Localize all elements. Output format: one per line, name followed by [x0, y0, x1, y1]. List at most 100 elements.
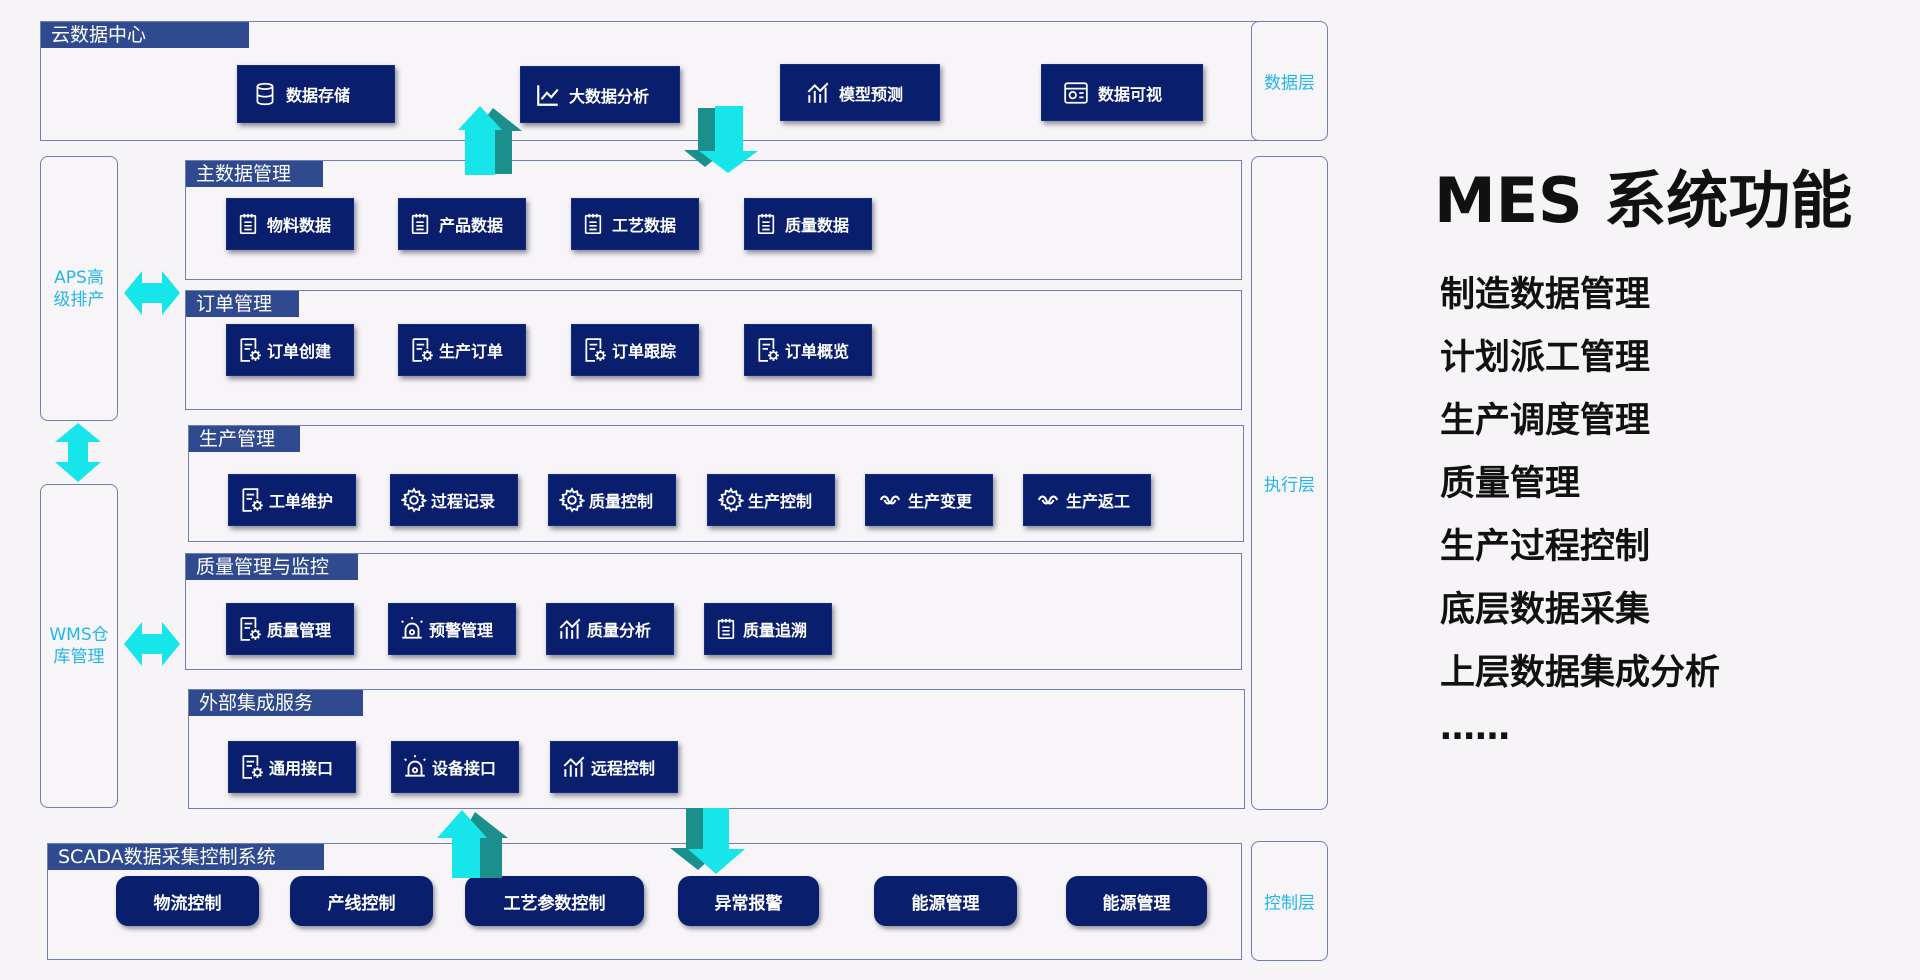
data-layer-label: 数据层 [1264, 73, 1315, 94]
feature-item: 质量管理 [1440, 464, 1581, 504]
module-label: 质量控制 [589, 492, 654, 511]
feature-item: 计划派工管理 [1440, 338, 1651, 378]
product-data-module[interactable]: 产品数据 [398, 198, 526, 250]
feature-item: 生产过程控制 [1440, 527, 1651, 567]
aps-double-arrow [124, 271, 180, 315]
control-layer-label: 控制层 [1264, 893, 1315, 914]
module-label: 生产变更 [908, 492, 973, 511]
order-management-title: 订单管理 [186, 291, 299, 317]
data-visualization-module[interactable]: 数据可视 [1041, 64, 1203, 121]
document-gear-icon [409, 337, 435, 363]
module-label: 设备接口 [432, 759, 497, 778]
quality-analysis-module[interactable]: 质量分析 [546, 603, 674, 655]
mes-functions-title: MES 系统功能 [1434, 164, 1853, 237]
material-data-module[interactable]: 物料数据 [226, 198, 354, 250]
document-gear-icon [239, 487, 265, 513]
master-data-title: 主数据管理 [186, 161, 323, 187]
process-data-module[interactable]: 工艺数据 [571, 198, 699, 250]
model-prediction-module[interactable]: 模型预测 [780, 64, 940, 121]
production-order-module[interactable]: 生产订单 [398, 324, 526, 376]
document-gear-icon [237, 337, 263, 363]
quality-data-module[interactable]: 质量数据 [744, 198, 872, 250]
aps-label: APS高级排产 [53, 267, 105, 310]
order-create-module[interactable]: 订单创建 [226, 324, 354, 376]
module-label: 远程控制 [591, 759, 656, 778]
control-layer-box: 控制层 [1251, 841, 1328, 961]
work-order-maintenance-module[interactable]: 工单维护 [228, 474, 356, 526]
module-label: 订单概览 [785, 342, 850, 361]
bar-chart-icon [557, 616, 583, 642]
line-control-pill[interactable]: 产线控制 [290, 876, 433, 926]
checklist-icon [715, 616, 737, 642]
production-control-module[interactable]: 生产控制 [707, 474, 835, 526]
checklist-icon [409, 211, 431, 237]
module-label: 数据存储 [286, 86, 351, 105]
alarm-icon [399, 616, 425, 642]
module-label: 质量数据 [785, 216, 850, 235]
quality-traceability-module[interactable]: 质量追溯 [704, 603, 832, 655]
document-gear-icon [239, 754, 265, 780]
module-label: 预警管理 [429, 621, 494, 640]
external-integration-section: 外部集成服务 [188, 689, 1245, 809]
alarm-icon [402, 754, 428, 780]
data-layer-box: 数据层 [1251, 21, 1328, 141]
quality-management-module[interactable]: 质量管理 [226, 603, 354, 655]
module-label: 工艺数据 [612, 216, 677, 235]
order-management-section: 订单管理 [185, 290, 1242, 410]
module-label: 订单创建 [267, 342, 332, 361]
feature-item: 生产调度管理 [1440, 401, 1651, 441]
module-label: 订单跟踪 [612, 342, 677, 361]
process-parameter-control-pill[interactable]: 工艺参数控制 [465, 876, 644, 926]
gear-icon [559, 487, 585, 513]
alert-management-module[interactable]: 预警管理 [388, 603, 516, 655]
data-storage-module[interactable]: 数据存储 [237, 65, 395, 123]
trend-chart-icon [535, 82, 561, 108]
production-management-title: 生产管理 [189, 426, 300, 452]
module-label: 生产返工 [1066, 492, 1131, 511]
checklist-icon [582, 211, 604, 237]
document-gear-icon [237, 616, 263, 642]
quality-monitoring-title: 质量管理与监控 [186, 554, 358, 580]
process-record-module[interactable]: 过程记录 [390, 474, 518, 526]
module-label: 生产订单 [439, 342, 504, 361]
document-gear-icon [755, 337, 781, 363]
module-label: 质量管理 [267, 621, 332, 640]
quality-control-module[interactable]: 质量控制 [548, 474, 676, 526]
module-label: 质量追溯 [743, 621, 808, 640]
module-label: 工单维护 [269, 492, 334, 511]
swap-icon [876, 489, 904, 511]
module-label: 产品数据 [439, 216, 504, 235]
checklist-icon [755, 211, 777, 237]
aps-wms-double-arrow [55, 423, 101, 482]
wms-box[interactable]: WMS仓库管理 [40, 484, 118, 808]
module-label: 生产控制 [748, 492, 813, 511]
swap-icon [1034, 489, 1062, 511]
module-label: 模型预测 [839, 84, 904, 104]
energy-management-pill[interactable]: 能源管理 [874, 876, 1017, 926]
cloud-data-center-title: 云数据中心 [41, 22, 249, 48]
dashboard-icon [1062, 80, 1090, 106]
exception-alarm-pill[interactable]: 异常报警 [678, 876, 819, 926]
execution-layer-label: 执行层 [1264, 475, 1315, 496]
feature-item: 制造数据管理 [1440, 275, 1651, 315]
device-interface-module[interactable]: 设备接口 [391, 741, 519, 793]
scada-title: SCADA数据采集控制系统 [48, 844, 324, 870]
order-overview-module[interactable]: 订单概览 [744, 324, 872, 376]
module-label: 质量分析 [587, 621, 652, 640]
feature-ellipsis: …… [1440, 708, 1510, 748]
bar-chart-icon [805, 80, 831, 106]
order-tracking-module[interactable]: 订单跟踪 [571, 324, 699, 376]
wms-double-arrow [124, 622, 180, 666]
aps-box[interactable]: APS高级排产 [40, 156, 118, 421]
feature-item: 上层数据集成分析 [1440, 653, 1721, 693]
master-data-section: 主数据管理 [185, 160, 1242, 280]
energy-management-pill-2[interactable]: 能源管理 [1066, 876, 1207, 926]
production-change-module[interactable]: 生产变更 [865, 474, 993, 526]
bar-chart-icon [561, 754, 587, 780]
remote-control-module[interactable]: 远程控制 [550, 741, 678, 793]
general-interface-module[interactable]: 通用接口 [228, 741, 356, 793]
feature-item: 底层数据采集 [1440, 590, 1651, 630]
production-rework-module[interactable]: 生产返工 [1023, 474, 1151, 526]
logistics-control-pill[interactable]: 物流控制 [116, 876, 259, 926]
big-data-analysis-module[interactable]: 大数据分析 [520, 66, 680, 123]
